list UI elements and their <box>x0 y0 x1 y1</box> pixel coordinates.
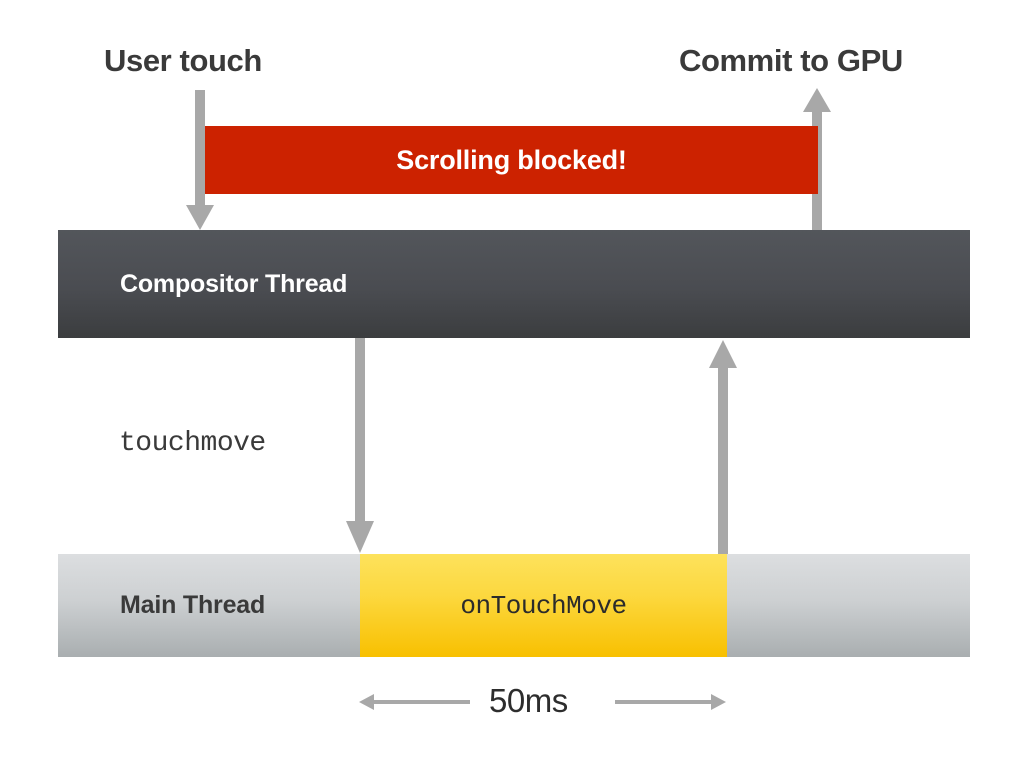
scrolling-blocked-banner: Scrolling blocked! <box>205 126 818 194</box>
scrolling-blocked-text: Scrolling blocked! <box>396 144 627 175</box>
on-touch-move-label: onTouchMove <box>460 590 627 621</box>
arrow-down-icon-touchmove <box>346 338 374 553</box>
arrow-up-icon-return <box>709 340 737 554</box>
duration-label: 50ms <box>489 682 568 719</box>
touchmove-event-label: touchmove <box>119 428 266 459</box>
on-touch-move-task-block: onTouchMove <box>360 554 727 657</box>
compositor-thread-label: Compositor Thread <box>120 269 348 298</box>
commit-to-gpu-label: Commit to GPU <box>679 43 903 78</box>
main-thread-label: Main Thread <box>120 591 266 619</box>
compositor-thread-lane: Compositor Thread <box>58 230 970 338</box>
user-touch-label: User touch <box>104 43 262 78</box>
measure-arrow-left-icon <box>359 694 470 710</box>
measure-arrow-right-icon <box>615 694 726 710</box>
